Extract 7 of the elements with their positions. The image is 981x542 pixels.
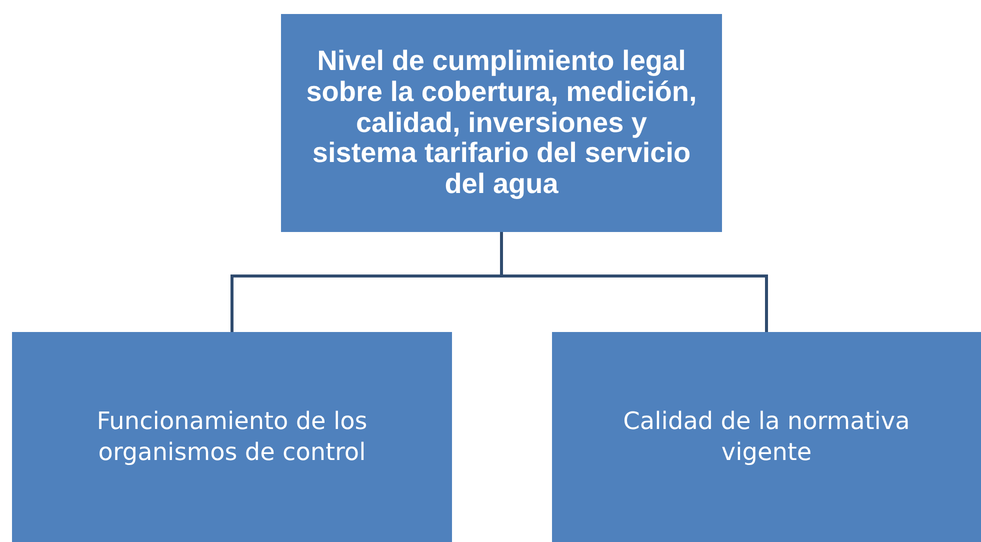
box-label: Calidad de la normativa vigente — [622, 406, 911, 468]
process-box — [281, 14, 722, 232]
box-label: Nivel de cumplimiento legal sobre la cobertura, medición, calidad, inversiones y sistema tarifario del servicio del agua — [305, 46, 698, 200]
box-label: Funcionamiento de los organismos de control — [96, 406, 368, 468]
process-box — [552, 332, 981, 542]
process-box — [12, 332, 452, 542]
connector-line — [500, 232, 768, 332]
